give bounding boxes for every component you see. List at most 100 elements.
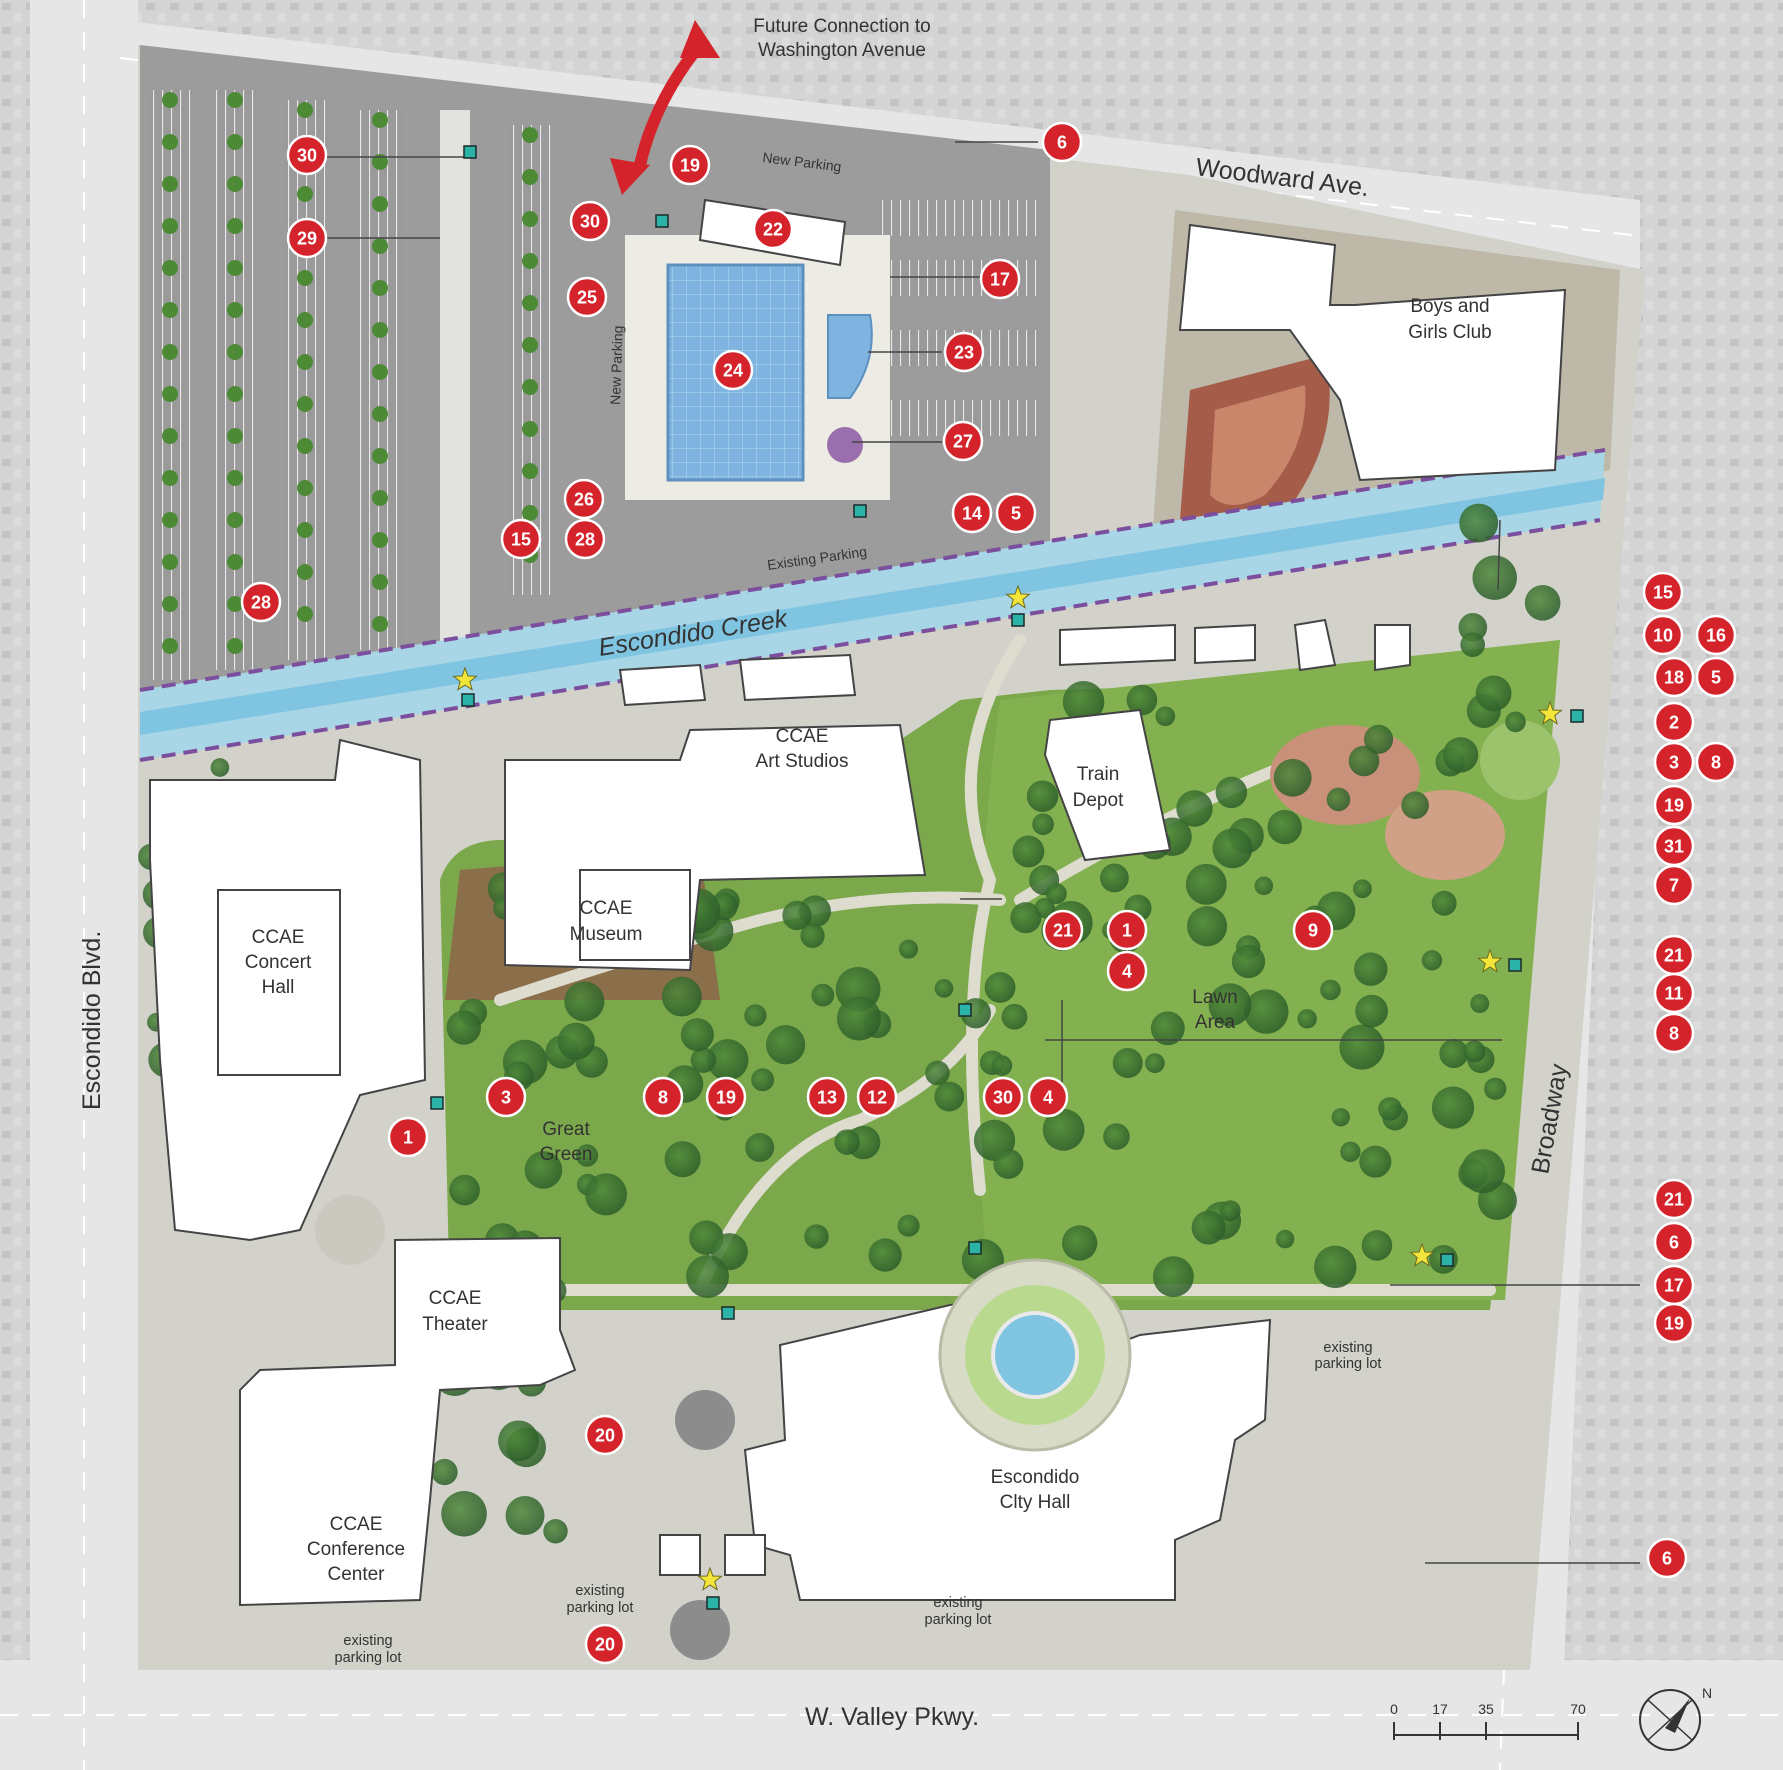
palm-tree-icon	[372, 196, 388, 212]
tree-icon	[1042, 1108, 1085, 1151]
tree-icon	[1458, 613, 1488, 642]
map-marker-14: 14	[951, 492, 993, 534]
map-marker-19: 19	[705, 1076, 747, 1118]
map-marker-23: 23	[943, 331, 985, 373]
map-marker-label: 21	[1664, 946, 1684, 966]
map-marker-circle	[856, 1076, 898, 1118]
map-marker-13: 13	[806, 1076, 848, 1118]
map-marker-1: 1	[387, 1116, 429, 1158]
boys-girls-club-line2: Girls Club	[1408, 322, 1491, 343]
tree-icon	[686, 1255, 729, 1298]
tree-icon	[1208, 983, 1252, 1027]
palm-tree-icon	[227, 344, 243, 360]
palm-tree-icon	[297, 438, 313, 454]
tree-icon	[993, 1148, 1024, 1179]
palm-tree-icon	[227, 176, 243, 192]
map-marker-label: 23	[954, 343, 974, 363]
tree-icon	[1001, 1003, 1028, 1030]
parking-lot-4-line2: parking lot	[335, 1650, 402, 1666]
map-marker-label: 4	[1122, 962, 1132, 982]
tree-icon	[1045, 883, 1067, 905]
tree-icon	[505, 1496, 545, 1535]
map-marker-31: 31	[1653, 825, 1695, 867]
map-marker-label: 27	[953, 432, 973, 452]
map-marker-label: 4	[1043, 1088, 1053, 1108]
tree-icon	[1339, 1024, 1385, 1070]
map-marker-25: 25	[566, 276, 608, 318]
info-kiosk-icon	[706, 1596, 720, 1610]
tree-icon	[1459, 503, 1499, 543]
info-kiosk-icon	[463, 145, 477, 159]
tree-icon	[1267, 809, 1302, 845]
palm-tree-icon	[297, 606, 313, 622]
map-marker-circle	[1106, 950, 1148, 992]
palm-tree-icon	[162, 302, 178, 318]
map-marker-label: 20	[595, 1426, 615, 1446]
map-marker-circle	[1653, 864, 1695, 906]
palm-tree-icon	[372, 280, 388, 296]
tree-icon	[1348, 745, 1380, 777]
map-marker-17: 17	[1653, 1264, 1695, 1306]
museum-line1: CCAE	[580, 898, 633, 919]
map-marker-4: 4	[1027, 1076, 1069, 1118]
palm-tree-icon	[162, 596, 178, 612]
tree-icon	[1297, 1009, 1317, 1029]
palm-tree-icon	[297, 522, 313, 538]
tree-icon	[868, 1238, 902, 1272]
tree-icon	[1505, 711, 1526, 733]
tree-icon	[449, 1174, 480, 1206]
map-marker-circle	[1653, 972, 1695, 1014]
map-marker-circle	[563, 478, 605, 520]
parking-lot-3-line2: parking lot	[925, 1612, 992, 1628]
palm-tree-icon	[227, 386, 243, 402]
tree-icon	[1187, 906, 1228, 947]
map-marker-label: 8	[1669, 1024, 1679, 1044]
palm-tree-icon	[372, 238, 388, 254]
tree-icon	[575, 1144, 599, 1167]
tree-icon	[1431, 890, 1457, 916]
tree-icon	[925, 1060, 950, 1086]
palm-tree-icon	[522, 169, 538, 185]
creek-channel	[139, 448, 1606, 762]
creekside-building-1	[1059, 623, 1176, 667]
palm-tree-icon	[297, 102, 313, 118]
map-marker-label: 12	[867, 1088, 887, 1108]
theater-line2: Theater	[422, 1314, 488, 1335]
info-kiosk-icon	[430, 1096, 444, 1110]
map-marker-label: 13	[817, 1088, 837, 1108]
tree-icon	[1061, 1225, 1098, 1261]
art-studios-line2: Art Studios	[756, 751, 849, 772]
map-marker-27: 27	[942, 420, 984, 462]
map-marker-8: 8	[1695, 741, 1737, 783]
palm-tree-icon	[297, 312, 313, 328]
tree-icon	[1176, 790, 1213, 827]
map-marker-22: 22	[752, 208, 794, 250]
map-marker-label: 22	[763, 220, 783, 240]
art-studios-line1: CCAE	[776, 726, 829, 747]
concert-hall-line2: Concert	[245, 952, 312, 973]
map-marker-7: 7	[1653, 864, 1695, 906]
tree-icon	[751, 1068, 775, 1092]
tree-icon	[934, 979, 954, 998]
map-marker-label: 11	[1664, 984, 1683, 1004]
map-marker-20: 20	[584, 1623, 626, 1665]
escondido-blvd-label: Escondido Blvd.	[78, 931, 106, 1110]
map-marker-circle	[1106, 909, 1148, 951]
palm-tree-icon	[522, 463, 538, 479]
map-marker-label: 16	[1706, 626, 1726, 646]
palm-tree-icon	[227, 470, 243, 486]
map-marker-label: 6	[1662, 1549, 1672, 1569]
map-marker-label: 10	[1653, 626, 1673, 646]
map-marker-circle	[500, 518, 542, 560]
info-kiosks	[430, 145, 1584, 1610]
map-marker-label: 25	[577, 288, 597, 308]
train-depot-building	[1043, 708, 1172, 862]
map-marker-21: 21	[1653, 934, 1695, 976]
city-hall-line1: Escondido	[991, 1467, 1080, 1488]
parking-lot-1-line1: existing	[1323, 1340, 1372, 1356]
tree-icon	[800, 923, 825, 948]
tree-icon	[1421, 950, 1443, 971]
map-marker-circle	[712, 349, 754, 391]
tree-icon	[706, 1039, 749, 1081]
